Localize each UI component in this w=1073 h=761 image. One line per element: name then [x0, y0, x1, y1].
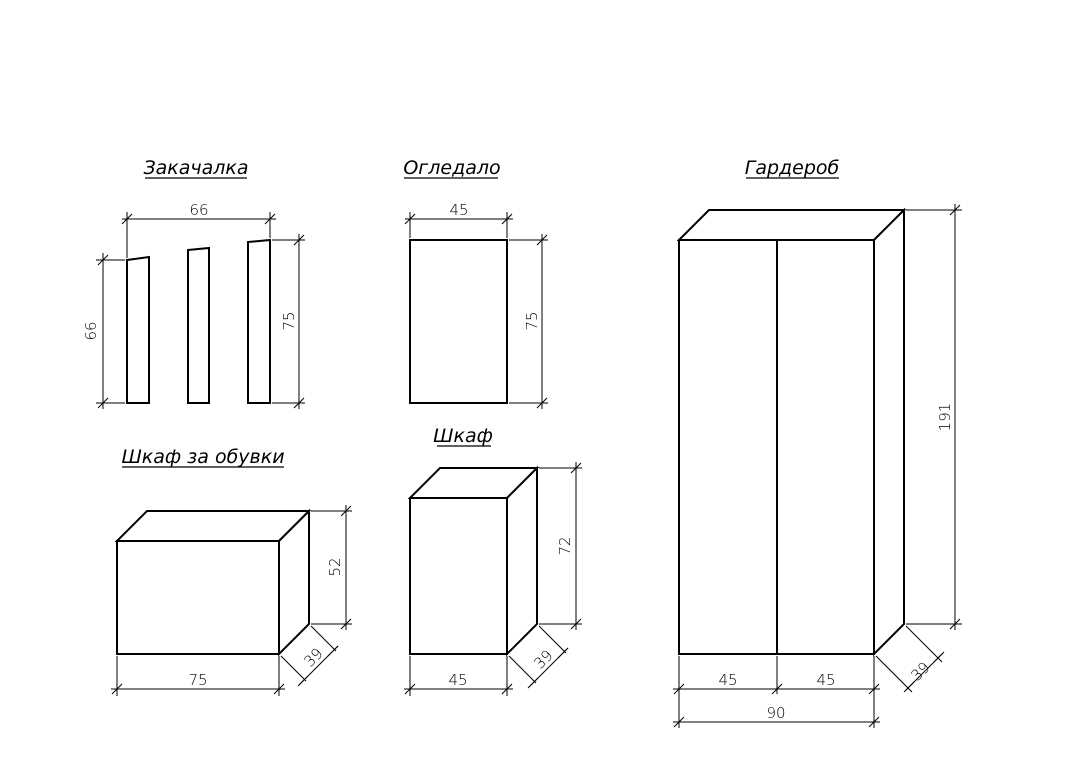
dim-garderob-height-text: 191 — [936, 403, 954, 432]
dim-garderob-door-right-text: 45 — [816, 671, 835, 689]
dim-garderob-width: 90 — [673, 704, 880, 728]
dim-ogledalo-width-text: 45 — [449, 201, 468, 219]
cabinet-side — [506, 465, 538, 657]
hanger-panel-left — [126, 255, 150, 404]
dim-shkaf-height: 72 — [539, 462, 582, 630]
title-shkaf-obuvki-text: Шкаф за обувки — [121, 446, 284, 468]
mirror-panel — [409, 239, 508, 404]
cabinet-front — [409, 497, 508, 655]
title-ogledalo-text: Огледало — [403, 157, 500, 179]
hanger-panel-middle — [187, 246, 210, 404]
hanger-panel-right — [247, 238, 271, 404]
title-shkaf-text: Шкаф — [433, 425, 493, 447]
dim-ogledalo-height-text: 75 — [523, 311, 541, 330]
dim-shkaf-width-text: 45 — [448, 671, 467, 689]
shoe-cabinet-top — [114, 510, 312, 542]
dim-shkaf-obuvki-height: 52 — [311, 505, 352, 630]
dim-zakachalka-height-right: 75 — [272, 234, 305, 409]
shkaf-drawing: 72 45 39 — [404, 462, 582, 696]
title-garderob-text: Гардероб — [745, 157, 840, 179]
dim-garderob-doors: 45 45 — [673, 656, 880, 728]
dim-garderob-depth-text: 39 — [907, 658, 933, 684]
dim-zakachalka-width: 66 — [121, 201, 276, 258]
dim-shkaf-obuvki-height-text: 52 — [326, 557, 344, 576]
dim-zakachalka-width-text: 66 — [189, 201, 208, 219]
dim-garderob-width-text: 90 — [766, 704, 785, 722]
title-shkaf-obuvki: Шкаф за обувки — [121, 446, 284, 468]
dim-garderob-height: 191 — [906, 204, 962, 630]
wardrobe-side — [873, 207, 905, 657]
dim-shkaf-width: 45 — [404, 656, 513, 696]
title-zakachalka-text: Закачалка — [143, 157, 248, 179]
dim-zakachalka-height-right-text: 75 — [280, 311, 298, 330]
shkaf-obuvki-drawing: 52 75 39 — [111, 505, 352, 696]
dim-garderob-door-left-text: 45 — [718, 671, 737, 689]
shoe-cabinet-front — [116, 540, 280, 655]
wardrobe-top — [676, 209, 907, 241]
dim-shkaf-height-text: 72 — [556, 536, 574, 555]
title-shkaf: Шкаф — [433, 425, 493, 447]
ogledalo-drawing: 45 75 — [404, 201, 548, 409]
title-ogledalo: Огледало — [403, 157, 500, 179]
dim-zakachalka-height-left-text: 66 — [82, 321, 100, 340]
title-garderob: Гардероб — [745, 157, 840, 179]
dim-shkaf-obuvki-depth-text: 39 — [300, 644, 326, 670]
dim-ogledalo-height: 75 — [509, 234, 548, 409]
zakachalka-drawing: 66 66 75 — [82, 201, 305, 409]
dim-zakachalka-height-left: 66 — [82, 253, 125, 409]
dim-shkaf-depth-text: 39 — [530, 646, 556, 672]
dim-shkaf-obuvki-width: 75 — [111, 656, 285, 696]
garderob-drawing: 191 45 45 90 39 — [673, 204, 962, 728]
dim-ogledalo-width: 45 — [404, 201, 513, 238]
dim-shkaf-obuvki-width-text: 75 — [188, 671, 207, 689]
title-zakachalka: Закачалка — [143, 157, 248, 179]
